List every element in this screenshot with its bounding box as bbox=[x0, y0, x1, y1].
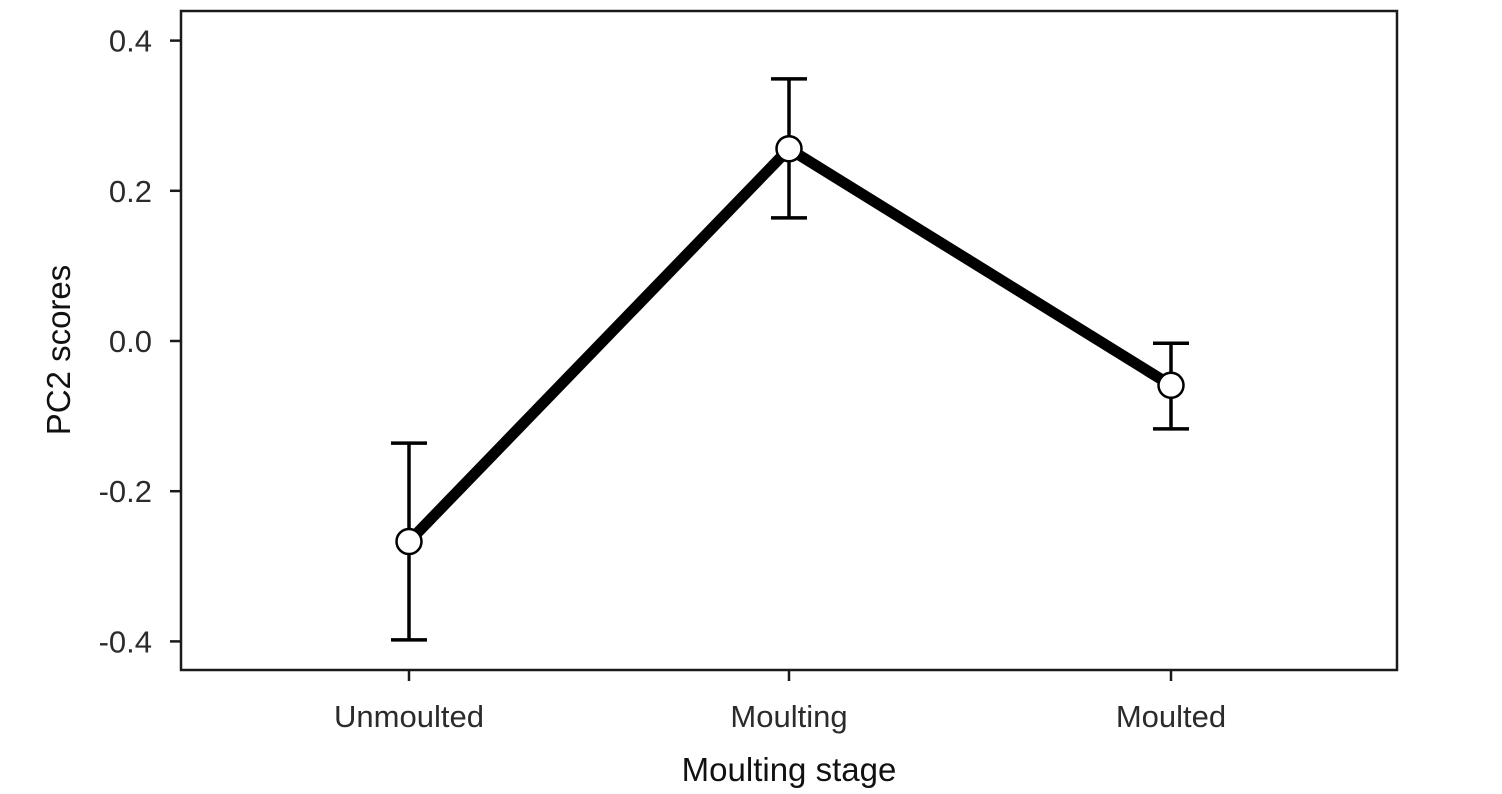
data-point bbox=[775, 134, 803, 163]
x-tick-label: Unmoulted bbox=[334, 699, 484, 734]
y-tick-label: -0.4 bbox=[99, 624, 152, 659]
y-tick-label: 0.2 bbox=[109, 174, 152, 209]
x-axis-title: Moulting stage bbox=[682, 751, 897, 788]
x-tick-label: Moulted bbox=[1116, 699, 1226, 734]
x-axis: Unmoulted Moulting Moulted bbox=[334, 670, 1226, 734]
markers bbox=[395, 134, 1185, 556]
y-tick-label: 0.4 bbox=[109, 24, 152, 59]
data-point bbox=[395, 527, 423, 556]
y-axis: -0.4 -0.2 0.0 0.2 0.4 bbox=[99, 24, 181, 659]
y-tick-label: 0.0 bbox=[109, 324, 152, 359]
data-point bbox=[1157, 371, 1185, 400]
error-bars bbox=[391, 77, 1189, 642]
y-tick-label: -0.2 bbox=[99, 474, 152, 509]
y-axis-title: PC2 scores bbox=[40, 265, 77, 436]
x-tick-label: Moulting bbox=[730, 699, 847, 734]
